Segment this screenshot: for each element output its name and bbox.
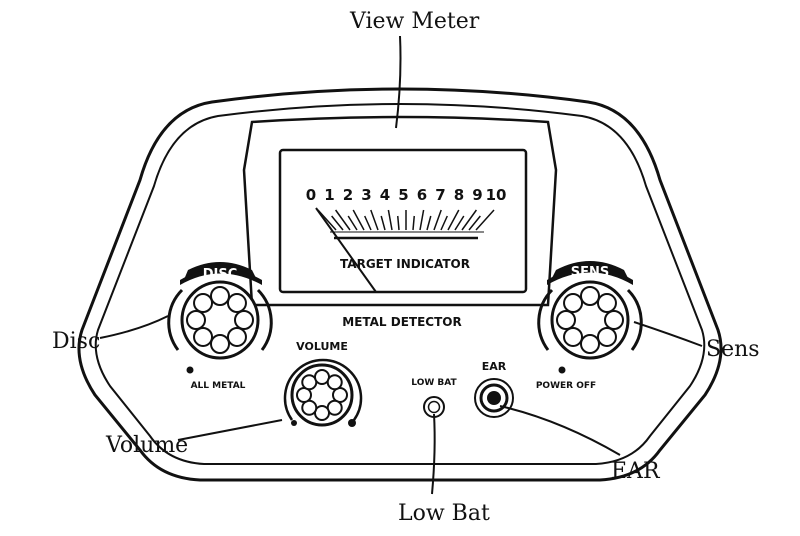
meter-scale-tick: [426, 215, 432, 231]
meter-scale-tick: [468, 215, 481, 231]
meter-scale-number: 8: [454, 186, 464, 204]
view-meter-leader: [395, 35, 402, 129]
knob-grip-scallop: [186, 310, 206, 330]
meter-scale-tick: [380, 215, 386, 231]
knob-grip-scallop: [234, 310, 254, 330]
meter-scale-tick: [447, 209, 460, 231]
disc-knob-grip: [186, 286, 254, 354]
meter-scale-tick: [440, 215, 448, 231]
sens-callout: Sens: [706, 337, 760, 362]
knob-grip-scallop: [604, 310, 624, 330]
disc-leader: [99, 315, 169, 339]
knob-grip-scallop: [226, 293, 247, 314]
volume-leader: [177, 419, 283, 441]
meter-scale-tick: [412, 215, 416, 231]
sens-knob-assembly: SENS POWER OFF: [536, 261, 643, 391]
knob-grip-scallop: [596, 293, 617, 314]
meter-needle: [315, 207, 377, 293]
meter-scale-number: 9: [472, 186, 482, 204]
meter-scale-tick: [370, 209, 379, 231]
knob-grip-scallop: [210, 286, 230, 306]
meter-window: [278, 148, 528, 294]
meter-scale-tick: [331, 215, 344, 231]
knob-grip-scallop: [226, 326, 247, 347]
meter-scale-tick: [433, 209, 442, 231]
disc-cap-band: [180, 268, 262, 285]
volume-label: VOLUME: [296, 340, 348, 353]
disc-min-dot: [186, 366, 194, 374]
sens-min-label: POWER OFF: [536, 381, 596, 391]
low-bat-callout: Low Bat: [398, 501, 490, 526]
meter-scale-number: 3: [361, 186, 371, 204]
sens-min-dot: [558, 366, 566, 374]
disc-arc-1: [167, 288, 184, 351]
meter-scale-tick: [347, 215, 358, 231]
sens-arc-2: [626, 288, 643, 351]
meter-scale-tick: [454, 215, 465, 231]
low-bat-led: [427, 400, 441, 414]
sens-arc-1: [537, 288, 554, 351]
knob-grip-scallop: [193, 326, 214, 347]
view-meter-callout: View Meter: [349, 9, 480, 34]
knob-grip-scallop: [210, 334, 230, 354]
volume-min-dot: [291, 420, 297, 426]
disc-cap: [183, 262, 258, 282]
meter-scale-tick: [461, 209, 478, 231]
meter-housing: [242, 115, 558, 307]
disc-min-label: ALL METAL: [191, 381, 246, 391]
device-body-inner: [94, 103, 706, 465]
sens-knob-grip: [556, 286, 624, 354]
meter-scale-tick: [419, 209, 425, 231]
meter-scale-tick: [352, 209, 365, 231]
ear-callout: EAR: [611, 459, 661, 484]
meter-scale-number: 7: [435, 186, 445, 204]
volume-arc: [283, 358, 363, 421]
volume-callout: Volume: [105, 433, 188, 458]
meter-scale-tick: [475, 209, 495, 231]
meter-scale-tick: [387, 209, 393, 231]
ear-jack[interactable]: [487, 391, 501, 405]
ear-label: EAR: [482, 360, 507, 373]
knob-grip-scallop: [563, 326, 584, 347]
disc-arc-2: [256, 288, 273, 351]
disc-callout: Disc: [52, 329, 100, 354]
meter-scale-tick: [334, 209, 351, 231]
knob-grip-scallop: [596, 326, 617, 347]
meter-scale-tick: [364, 215, 372, 231]
meter-scale-number: 1: [324, 186, 334, 204]
meter-scale-tick: [396, 215, 400, 231]
sens-cap-band: [547, 267, 633, 285]
sens-leader: [633, 321, 703, 347]
volume-knob-assembly: VOLUME: [283, 340, 363, 427]
meter-scale-number: 4: [380, 186, 390, 204]
device-body-outer: [77, 87, 723, 482]
meter-scale-number: 0: [306, 186, 316, 204]
meter-scale-number: 10: [486, 186, 507, 204]
volume-knob-grip: [296, 369, 348, 421]
volume-max-dot: [348, 419, 356, 427]
knob-grip-scallop: [580, 334, 600, 354]
sens-cap-label: SENS: [571, 265, 610, 280]
meter-scale-number: 2: [343, 186, 353, 204]
device-name: METAL DETECTOR: [342, 315, 461, 329]
ear-leader: [499, 405, 621, 456]
knob-grip-scallop: [556, 310, 576, 330]
knob-grip-scallop: [563, 293, 584, 314]
meter-scale-number: 6: [417, 186, 427, 204]
knob-grip-scallop: [193, 293, 214, 314]
disc-cap-label: DISC: [203, 267, 238, 282]
knob-grip-scallop: [326, 374, 343, 391]
disc-knob-assembly: DISC ALL METAL: [167, 262, 273, 391]
meter-title: TARGET INDICATOR: [340, 257, 470, 271]
low-bat-leader: [431, 413, 436, 495]
sens-cap: [550, 261, 630, 282]
knob-grip-scallop: [580, 286, 600, 306]
low-bat-label: LOW BAT: [411, 378, 457, 388]
meter-scale-number: 5: [398, 186, 408, 204]
